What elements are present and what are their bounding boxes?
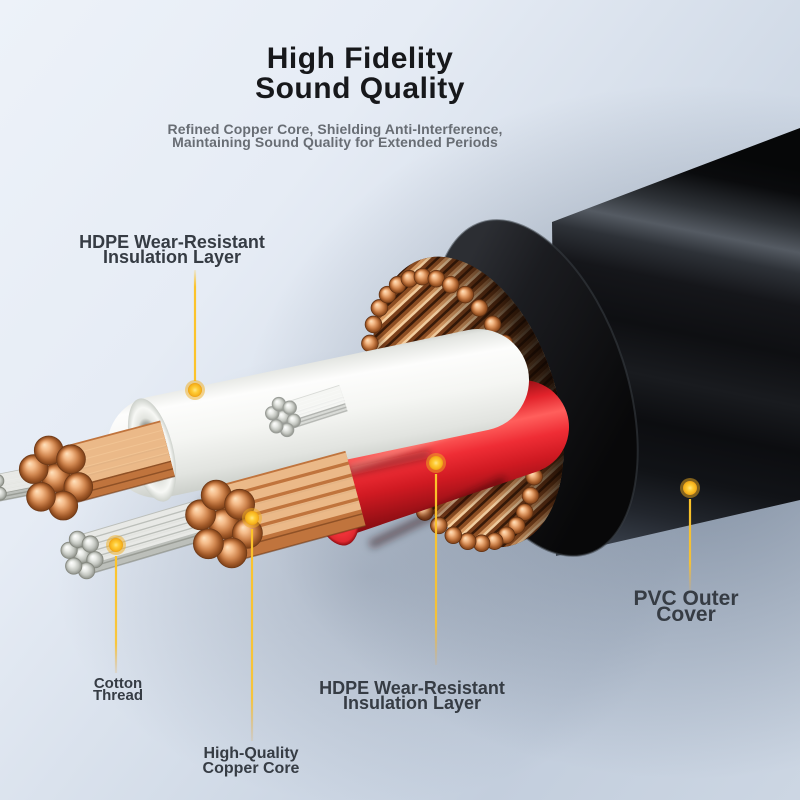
- cotton-dot: [109, 538, 123, 552]
- callout-label-line: Thread: [92, 686, 143, 704]
- callout-label-line: Cover: [656, 603, 716, 626]
- callout-label-hdpe-bottom: HDPE Wear-Resistant Insulation Layer: [302, 678, 522, 713]
- callout-label-line: Insulation Layer: [102, 247, 242, 267]
- callout-label-line: Insulation Layer: [342, 693, 482, 713]
- title-line-2: Sound Quality: [255, 72, 465, 105]
- callout-marker-hdpe-top: [185, 270, 205, 400]
- callout-marker-cotton: [106, 535, 126, 673]
- callout-markers: [106, 270, 700, 741]
- callout-label-line: HDPE Wear-Resistant: [319, 678, 505, 698]
- callout-marker-hdpe-bottom: [426, 453, 446, 665]
- callout-label-line: PVC Outer: [633, 587, 739, 610]
- callout-label-line: HDPE Wear-Resistant: [79, 232, 265, 252]
- callout-label-line: Copper Core: [202, 760, 300, 777]
- red-wire-copper-core-strands: [185, 450, 366, 569]
- pvc-dot: [683, 481, 697, 495]
- subtitle-line-1: Refined Copper Core, Shielding Anti-Inte…: [167, 121, 503, 137]
- title-line-1: High Fidelity: [266, 42, 454, 75]
- callout-marker-copper-core: [242, 508, 262, 741]
- copper-core-dot: [245, 511, 259, 525]
- subtitle-line-2: Maintaining Sound Quality for Extended P…: [172, 133, 498, 150]
- shield-drain-strands: [265, 384, 348, 438]
- page-title: High Fidelity Sound Quality: [155, 44, 565, 104]
- callout-label-pvc: PVC Outer Cover: [591, 587, 781, 626]
- callout-marker-pvc: [680, 478, 700, 591]
- white-wire-copper-core-strands: [18, 420, 176, 521]
- hdpe-top-dot: [188, 383, 202, 397]
- callout-label-line: Cotton: [93, 675, 143, 692]
- callout-label-copper-core: High-Quality Copper Core: [161, 745, 341, 777]
- callout-label-cotton: Cotton Thread: [48, 675, 188, 704]
- hdpe-bottom-dot: [429, 456, 443, 470]
- callout-label-hdpe-top: HDPE Wear-Resistant Insulation Layer: [62, 232, 282, 267]
- callout-label-line: High-Quality: [203, 745, 299, 762]
- page-subtitle: Refined Copper Core, Shielding Anti-Inte…: [130, 121, 540, 150]
